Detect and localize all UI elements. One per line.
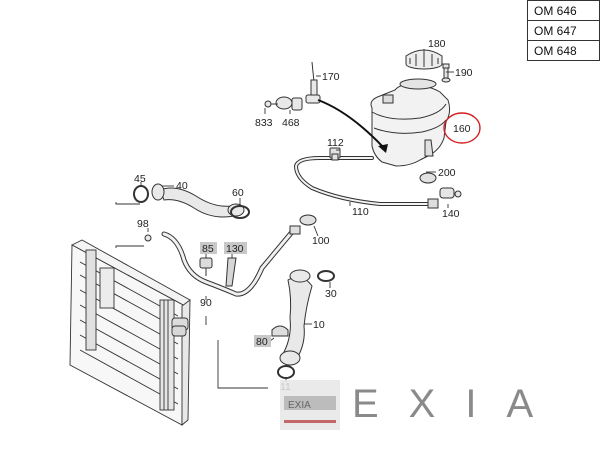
- sensor-arrow: [317, 99, 385, 149]
- part-130: [225, 257, 237, 287]
- label-90: 90: [200, 297, 212, 309]
- watermark-logo-text: EXIA: [288, 400, 311, 411]
- clamp-11: [277, 365, 295, 379]
- label-468: 468: [282, 117, 300, 129]
- hose-110: [293, 156, 432, 206]
- label-98: 98: [137, 218, 149, 230]
- label-140: 140: [442, 208, 460, 220]
- clip-112: [329, 147, 341, 161]
- clamp-45: [133, 185, 149, 203]
- label-160: 160: [453, 123, 471, 135]
- part-85: [199, 257, 213, 276]
- label-833: 833: [255, 117, 273, 129]
- engine-code-row: OM 647: [527, 20, 600, 41]
- plug-98: [144, 234, 152, 242]
- label-30: 30: [325, 288, 337, 300]
- radiator: [69, 239, 191, 426]
- hose-90-end: [289, 225, 301, 235]
- label-170: 170: [322, 71, 340, 83]
- label-box-80: [254, 335, 271, 347]
- label-130: 130: [226, 243, 244, 255]
- engine-code-om647: OM 647: [527, 20, 600, 41]
- expansion-tank: [370, 78, 451, 167]
- clamp-30: [317, 270, 335, 282]
- label-180: 180: [428, 38, 446, 50]
- label-85: 85: [202, 243, 214, 255]
- engine-code-table: OM 646 OM 647 OM 648: [527, 0, 600, 61]
- label-10: 10: [313, 319, 325, 331]
- leader-lines: [115, 49, 454, 389]
- level-sensor: [441, 63, 451, 83]
- label-box-130: [224, 242, 247, 254]
- engine-code-om646: OM 646: [527, 0, 600, 21]
- mount-200: [419, 172, 437, 184]
- part-80: [271, 325, 289, 337]
- label-45: 45: [134, 173, 146, 185]
- label-110: 110: [352, 206, 369, 218]
- clamp-100: [299, 214, 317, 226]
- watermark-logo-small: EXIA: [280, 380, 340, 430]
- label-190: 190: [455, 67, 473, 79]
- lower-hose-10: [279, 269, 313, 366]
- label-100: 100: [312, 235, 330, 247]
- sensor-arrowhead: [378, 144, 388, 153]
- temperature-sensor: [264, 61, 321, 111]
- highlight-circle-160: [443, 112, 481, 144]
- engine-code-row: OM 646: [527, 0, 600, 21]
- clamp-140: [439, 187, 462, 199]
- label-80: 80: [256, 336, 268, 348]
- engine-code-row: OM 648: [527, 40, 600, 61]
- watermark-brand: EXIA: [352, 382, 564, 426]
- label-40: 40: [176, 180, 188, 192]
- label-box-85: [200, 242, 217, 254]
- label-200: 200: [438, 167, 456, 179]
- hose-110-connector: [427, 198, 439, 209]
- engine-code-om648: OM 648: [527, 40, 600, 61]
- label-60: 60: [232, 187, 244, 199]
- label-112: 112: [327, 137, 344, 149]
